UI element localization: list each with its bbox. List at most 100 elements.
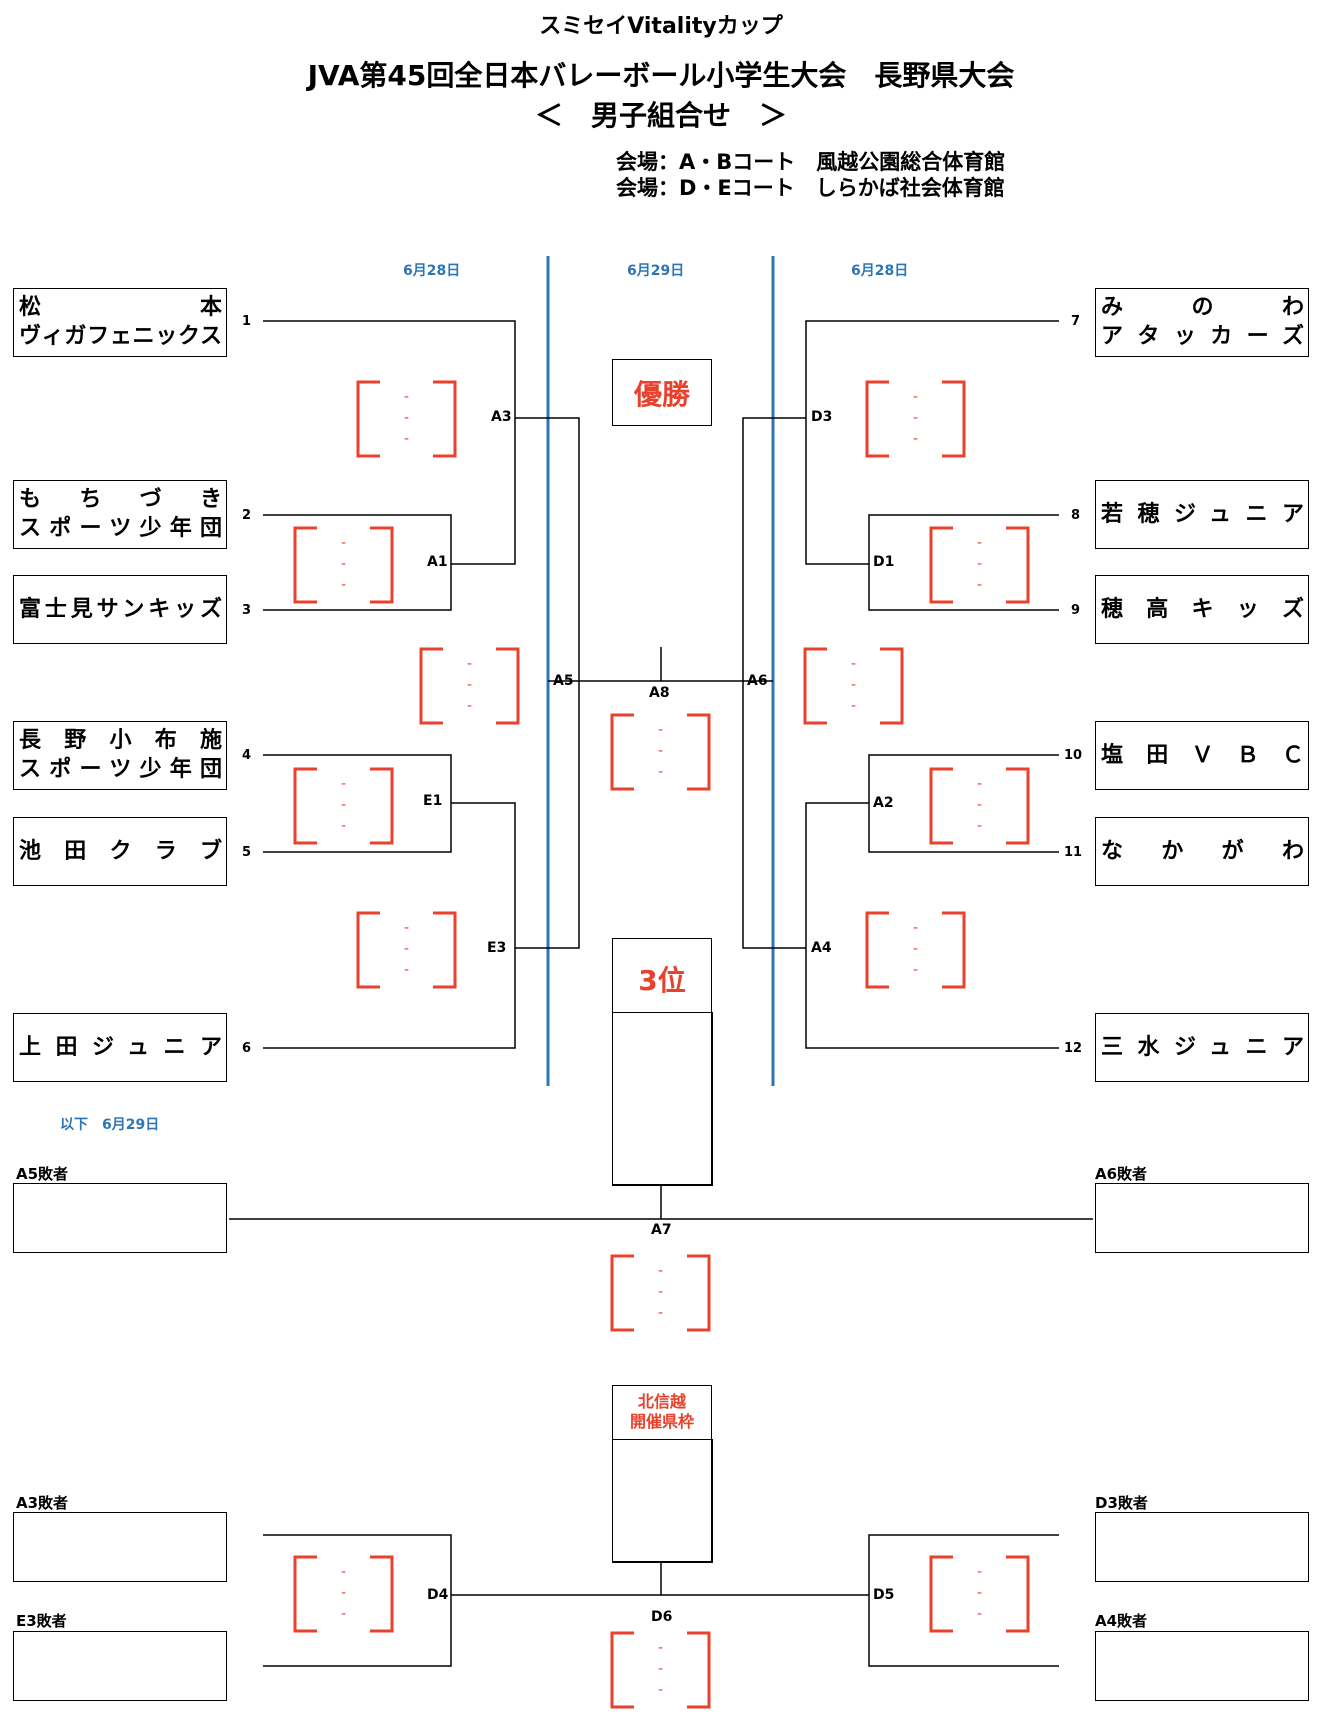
score-bracket-right (433, 911, 457, 989)
score-dash-a2: - (976, 817, 983, 834)
seed-number: 4 (242, 748, 252, 763)
score-dash-d6: - (657, 1640, 664, 1657)
score-dash-a5: - (466, 697, 473, 714)
match-label-d1: D1 (873, 554, 895, 570)
score-dash-a2: - (976, 797, 983, 813)
team-name-line: スポーツ少年団 (19, 757, 222, 782)
score-dash-e1: - (340, 817, 347, 834)
date-right: 6月28日 (851, 263, 909, 279)
loser-label-a6: A6敗者 (1095, 1165, 1148, 1183)
score-bracket-left (803, 647, 827, 725)
score-bracket-right (880, 647, 904, 725)
score-bracket-right (942, 911, 966, 989)
team-box-8: 若穂ジュニア (1095, 480, 1309, 549)
team-box-12: 三水ジュニア (1095, 1013, 1309, 1082)
score-dash-d6: - (657, 1661, 664, 1677)
loser-slot-a3 (13, 1512, 227, 1582)
team-name-line: もちづき (19, 487, 222, 512)
score-dash-d1: - (976, 556, 983, 572)
seed-number: 2 (242, 508, 252, 523)
score-bracket-right (370, 526, 394, 604)
champion-box: 優勝 (612, 359, 712, 426)
team-name-line: 塩田ＶＢＣ (1101, 743, 1304, 768)
score-dash-a3: - (403, 410, 410, 426)
seed-number: 11 (1064, 845, 1083, 860)
champion-label: 優勝 (633, 378, 690, 411)
loser-slot-a5 (13, 1183, 227, 1253)
team-box-9: 穂高キッズ (1095, 575, 1309, 644)
score-bracket-left (293, 767, 317, 845)
score-bracket-left (293, 1555, 317, 1633)
team-name-line: 穂高キッズ (1101, 597, 1304, 622)
seed-number: 9 (1071, 603, 1081, 618)
sponsor-title: スミセイVitalityカップ (539, 14, 783, 39)
score-dash-a4: - (912, 941, 919, 957)
score-dash-d3: - (912, 430, 919, 447)
score-dash-e3: - (403, 920, 410, 937)
team-box-7: みのわ アタッカーズ (1095, 288, 1309, 357)
team-box-5: 池田クラブ (13, 817, 227, 886)
score-dash-a1: - (340, 535, 347, 552)
score-bracket-left (356, 380, 380, 458)
match-label-d6: D6 (651, 1609, 673, 1625)
score-bracket-right (433, 380, 457, 458)
venue-de: 会場：D・Eコート しらかば社会体育館 (616, 176, 1005, 200)
score-dash-d4: - (340, 1605, 347, 1622)
score-dash-a3: - (403, 430, 410, 447)
team-box-1: 松本 ヴィガフェニックス (13, 288, 227, 357)
team-name-line: 松本 (19, 295, 222, 320)
third-place-slot (611, 1012, 713, 1186)
score-dash-a6: - (850, 656, 857, 673)
team-box-11: なかがわ (1095, 817, 1309, 886)
loser-slot-e3 (13, 1631, 227, 1701)
score-dash-a7: - (657, 1263, 664, 1280)
score-dash-d6: - (657, 1681, 664, 1698)
score-dash-a5: - (466, 677, 473, 693)
match-label-d3: D3 (811, 409, 833, 425)
team-name-line: 若穂ジュニア (1101, 502, 1304, 527)
score-bracket-right (687, 713, 711, 791)
team-box-6: 上田ジュニア (13, 1013, 227, 1082)
score-bracket-right (1006, 526, 1030, 604)
score-dash-a1: - (340, 576, 347, 593)
team-name-line: みのわ (1101, 295, 1304, 320)
seed-number: 3 (242, 603, 252, 618)
date-below: 以下 6月29日 (60, 1117, 160, 1133)
match-label-a7: A7 (651, 1222, 672, 1238)
loser-slot-a4 (1095, 1631, 1309, 1701)
seed-number: 10 (1064, 748, 1083, 763)
event-title: JVA第45回全日本バレーボール小学生大会 長野県大会 (307, 59, 1015, 92)
team-name-line: 上田ジュニア (19, 1035, 222, 1060)
score-dash-a8: - (657, 743, 664, 759)
score-dash-d5: - (976, 1585, 983, 1601)
score-bracket-left (865, 380, 889, 458)
score-bracket-left (419, 647, 443, 725)
score-dash-a3: - (403, 389, 410, 406)
score-dash-a7: - (657, 1304, 664, 1321)
loser-label-a5: A5敗者 (16, 1165, 69, 1183)
score-dash-a6: - (850, 677, 857, 693)
team-box-4: 長野小布施 スポーツ少年団 (13, 721, 227, 790)
match-label-e1: E1 (423, 793, 443, 809)
score-dash-d3: - (912, 410, 919, 426)
loser-slot-d3 (1095, 1512, 1309, 1582)
seed-number: 6 (242, 1041, 252, 1056)
score-dash-a8: - (657, 763, 664, 780)
match-label-d5: D5 (873, 1587, 895, 1603)
score-dash-a7: - (657, 1284, 664, 1300)
venue-ab: 会場：A・Bコート 風越公園総合体育館 (616, 150, 1006, 174)
score-bracket-right (942, 380, 966, 458)
score-bracket-right (1006, 767, 1030, 845)
score-dash-e1: - (340, 776, 347, 793)
score-bracket-right (496, 647, 520, 725)
score-dash-d1: - (976, 535, 983, 552)
score-dash-d3: - (912, 389, 919, 406)
division-title: ＜ 男子組合せ ＞ (534, 99, 787, 132)
loser-label-d3: D3敗者 (1095, 1494, 1148, 1512)
date-center: 6月29日 (627, 263, 685, 279)
score-dash-d4: - (340, 1564, 347, 1581)
match-label-a4: A4 (811, 940, 832, 956)
score-bracket-left (929, 526, 953, 604)
loser-label-e3: E3敗者 (16, 1612, 67, 1630)
team-name-line: スポーツ少年団 (19, 516, 222, 541)
